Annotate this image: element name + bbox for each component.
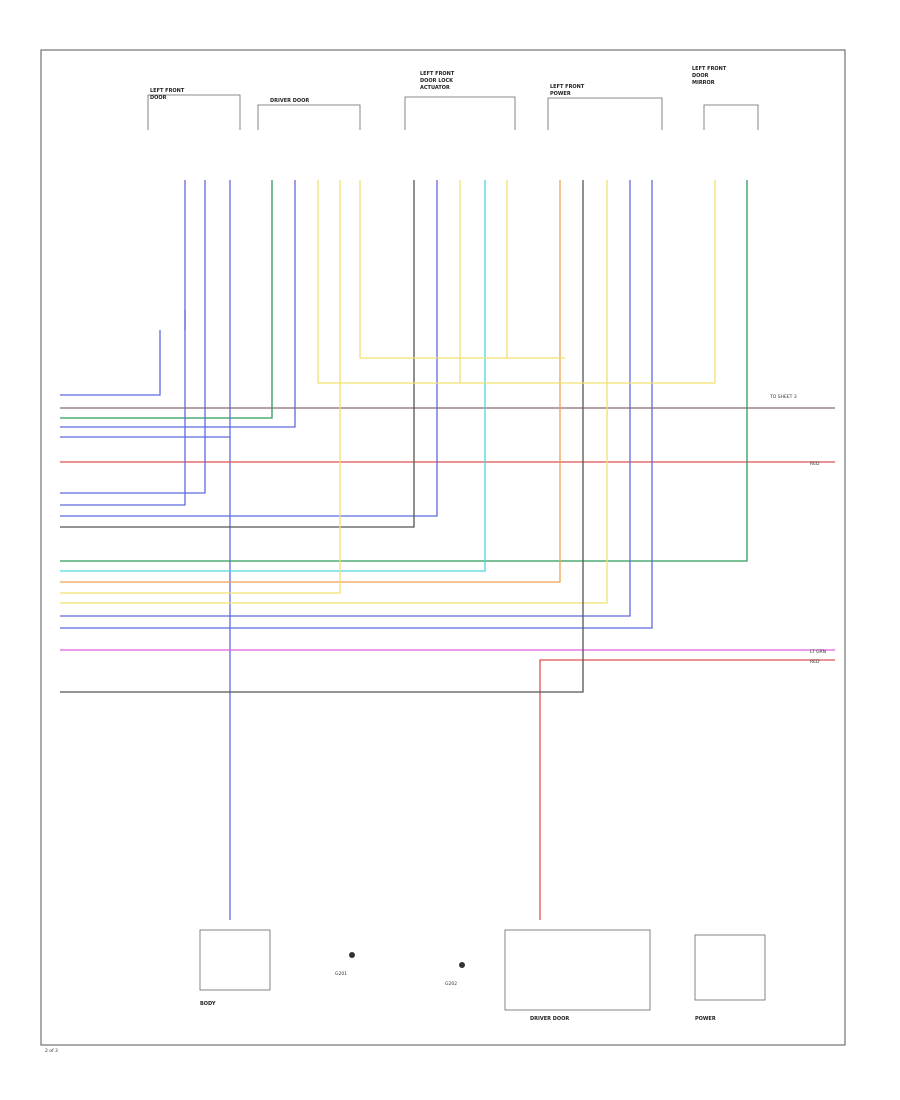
right-label-1: TO SHEET 3 xyxy=(769,394,797,400)
diagram-frame xyxy=(40,49,846,1046)
connector-label-5b: DOOR xyxy=(692,73,709,79)
ground-g201: G201 xyxy=(335,952,355,977)
ground-g202: G202 xyxy=(445,962,465,987)
connector-left-front-door-lock: LEFT FRONT DOOR LOCK ACTUATOR xyxy=(404,71,516,130)
ddm-label: DRIVER DOOR xyxy=(530,1016,569,1022)
driver-door-module-bottom: DRIVER DOOR xyxy=(504,929,651,1022)
connector-label-4a: LEFT FRONT xyxy=(550,84,585,90)
connector-label-1a: LEFT FRONT xyxy=(150,88,185,94)
connector-label-4b: POWER xyxy=(550,91,571,97)
body-control-module: BODY xyxy=(199,929,271,1007)
connector-label-3a: LEFT FRONT xyxy=(420,71,455,77)
right-label-5: RED xyxy=(810,659,820,665)
right-label-4: LT GRN xyxy=(810,649,826,655)
connector-left-front-power-window: LEFT FRONT POWER xyxy=(547,84,663,130)
connector-label-2: DRIVER DOOR xyxy=(270,98,309,104)
mirror-switch-label: POWER xyxy=(695,1016,716,1022)
power-mirror-switch: POWER xyxy=(694,934,766,1022)
connector-left-front-door-mirror: LEFT FRONT DOOR MIRROR xyxy=(692,66,759,130)
connector-driver-door-module: DRIVER DOOR xyxy=(257,98,361,130)
connector-label-5c: MIRROR xyxy=(692,80,715,86)
bcm-label: BODY xyxy=(200,1001,216,1007)
right-label-3: RED xyxy=(810,461,820,467)
page-marker: 2 of 3 xyxy=(45,1048,58,1054)
connector-label-1b: DOOR xyxy=(150,95,167,101)
g201-label: G201 xyxy=(335,971,347,977)
connector-label-3c: ACTUATOR xyxy=(420,85,450,91)
wire-group xyxy=(60,180,835,920)
connector-label-3b: DOOR LOCK xyxy=(420,78,454,84)
connector-left-front-door-switch: LEFT FRONT DOOR xyxy=(147,88,241,130)
g202-label: G202 xyxy=(445,981,457,987)
connector-label-5a: LEFT FRONT xyxy=(692,66,727,72)
